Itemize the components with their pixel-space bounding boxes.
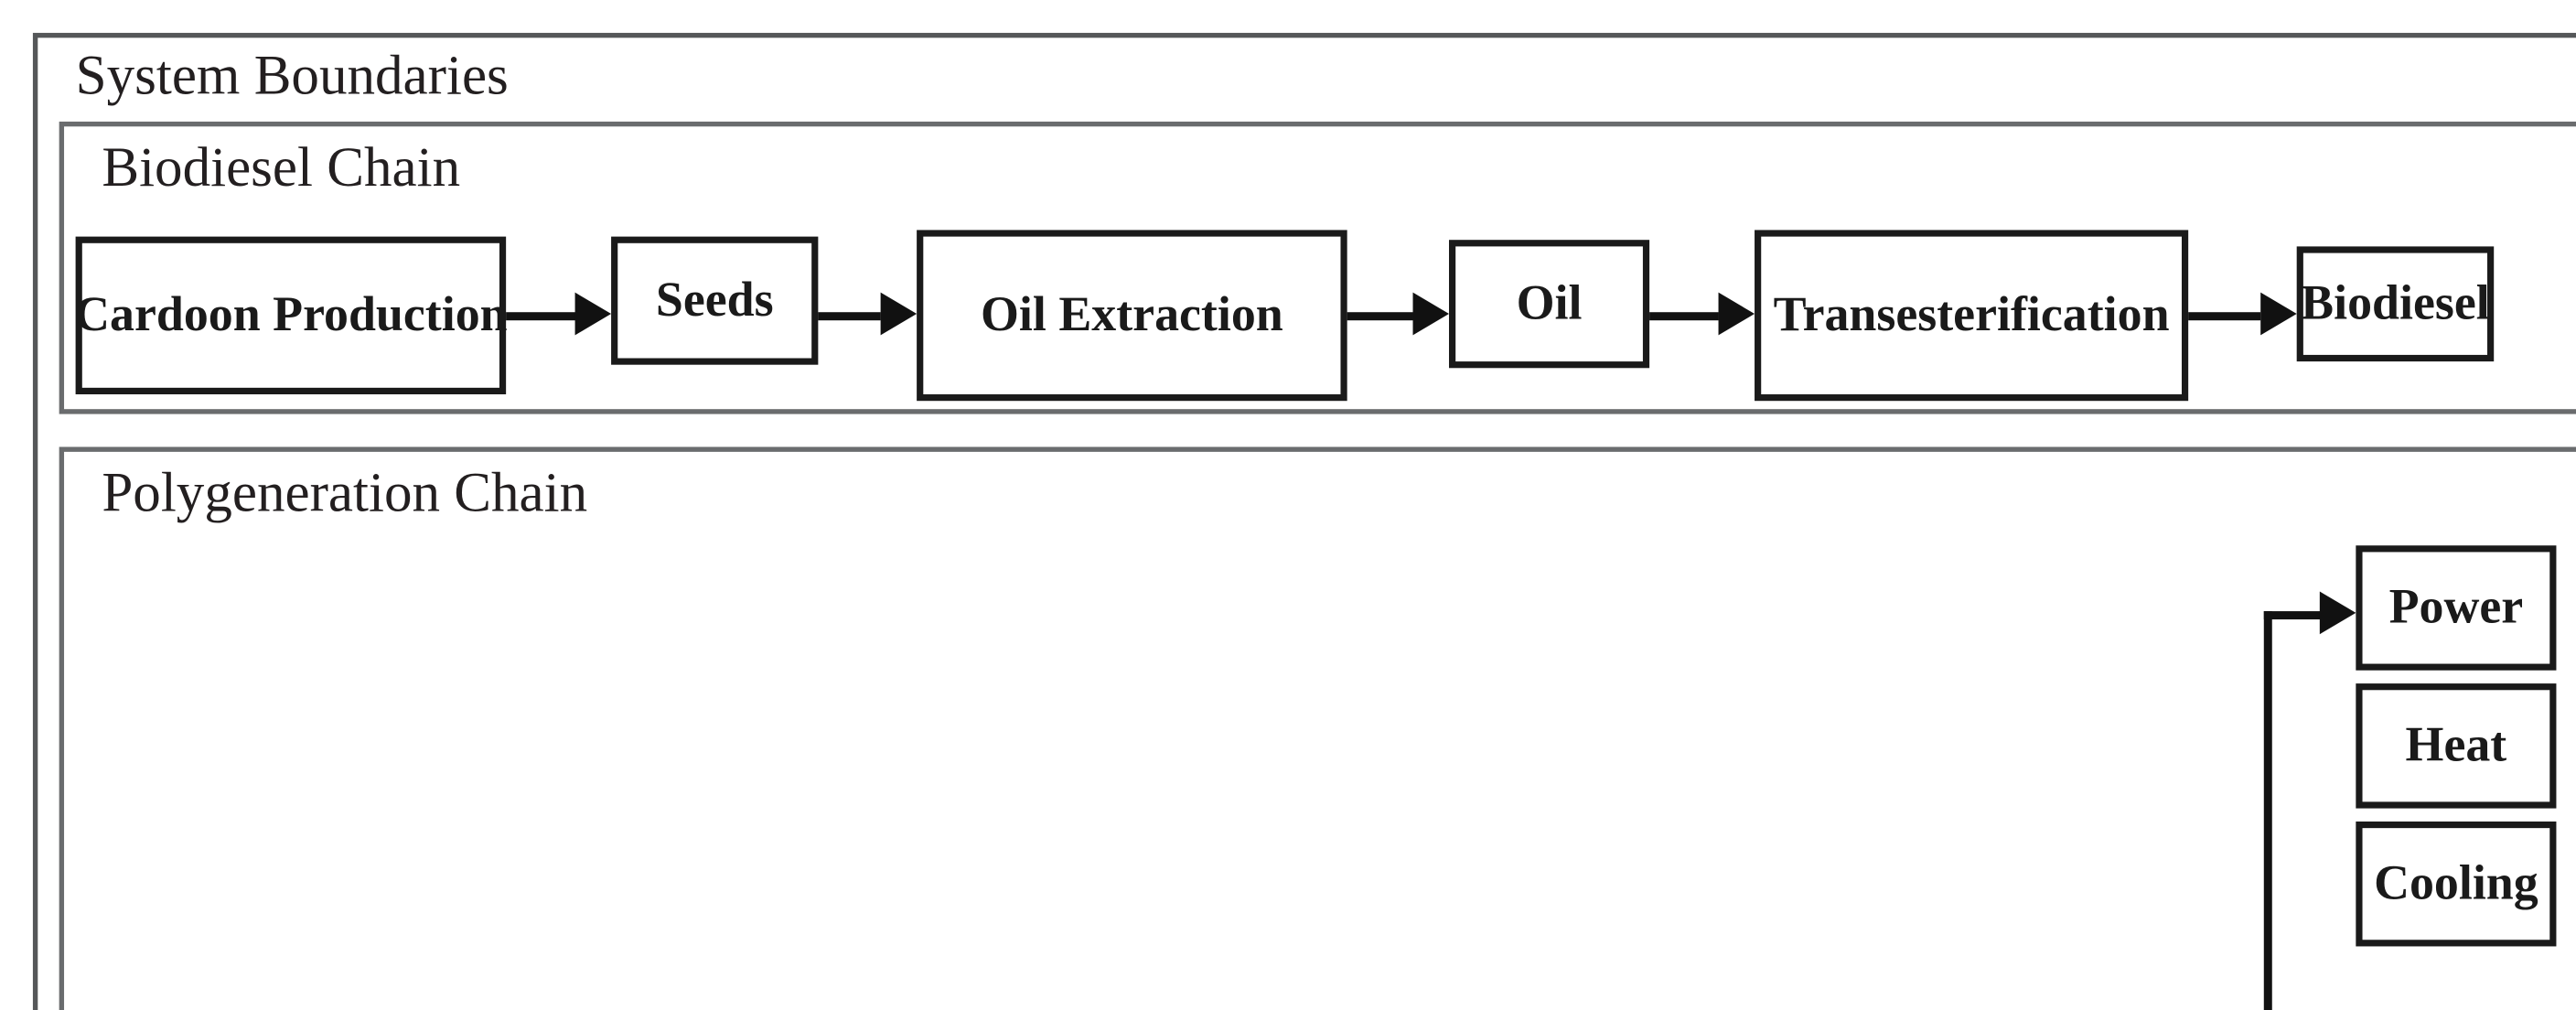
branch-trunk-line — [2263, 611, 2272, 1010]
polygeneration-chain-label: Polygeneration Chain — [102, 463, 588, 524]
node-biodiesel-output[interactable]: Biodiesel — [2296, 246, 2495, 362]
connector-line — [506, 312, 579, 321]
arrow-icon — [574, 292, 612, 336]
arrow-icon — [880, 292, 918, 336]
node-seeds-biodiesel[interactable]: Seeds — [611, 236, 819, 365]
node-oil-biodiesel[interactable]: Oil — [1449, 240, 1650, 369]
connector-line — [1347, 312, 1413, 321]
node-oil-extraction-biodiesel[interactable]: Oil Extraction — [917, 230, 1347, 402]
arrow-icon — [2319, 591, 2356, 635]
node-heat-output[interactable]: Heat — [2356, 683, 2557, 809]
polygeneration-chain-frame — [59, 446, 2576, 1010]
connector-line — [2263, 611, 2324, 620]
node-power-output[interactable]: Power — [2356, 545, 2557, 671]
node-cardoon-production-biodiesel[interactable]: Cardoon Production — [74, 236, 508, 395]
connector-line — [1649, 312, 1719, 321]
biodiesel-chain-label: Biodiesel Chain — [102, 137, 461, 199]
arrow-icon — [2260, 292, 2297, 336]
node-transesterification-biodiesel[interactable]: Transesterification — [1755, 230, 2189, 402]
arrow-icon — [1718, 292, 1755, 336]
connector-line — [2188, 312, 2261, 321]
node-cooling-output[interactable]: Cooling — [2356, 821, 2557, 947]
system-boundaries-label: System Boundaries — [75, 46, 509, 107]
connector-line — [818, 312, 881, 321]
arrow-icon — [1412, 292, 1449, 336]
